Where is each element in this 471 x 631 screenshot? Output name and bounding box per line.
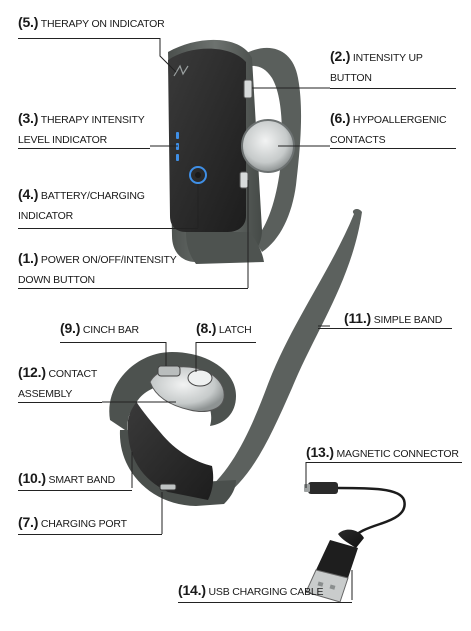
- latch-shape: [187, 369, 213, 387]
- label-text-line2: BUTTON: [330, 72, 372, 84]
- band-lower-strap: [186, 232, 264, 264]
- underline-therapy-on: [18, 38, 160, 39]
- label-text: BATTERY/CHARGING: [40, 190, 145, 202]
- assembled-band: [168, 39, 302, 264]
- label-text: POWER ON/OFF/INTENSITY: [40, 254, 177, 266]
- label-number: (11.): [344, 310, 372, 326]
- underline-magnetic-connector: [306, 462, 462, 463]
- underline-simple-band: [318, 328, 452, 329]
- label-number: (5.): [18, 14, 39, 30]
- label-text-line2: ASSEMBLY: [18, 388, 73, 400]
- therapy-on-logo-icon: [173, 64, 189, 77]
- usb-tip-slot-2: [329, 584, 336, 590]
- label-number: (8.): [196, 320, 217, 336]
- label-text-line2: CONTACTS: [330, 134, 386, 146]
- cable-wire: [337, 486, 406, 541]
- underline-intensity-up: [330, 88, 456, 89]
- label-therapy-intensity-level-indicator: (3.) THERAPY INTENSITY LEVEL INDICATOR: [18, 108, 145, 150]
- label-simple-band: (11.) SIMPLE BAND: [344, 308, 442, 330]
- underline-power: [18, 288, 248, 289]
- magnetic-connector-tip: [304, 484, 310, 492]
- leader-therapy-on: [159, 38, 177, 73]
- label-latch: (8.) LATCH: [196, 318, 252, 340]
- label-number: (13.): [306, 444, 334, 460]
- label-text: CONTACT: [48, 368, 98, 380]
- label-text: MAGNETIC CONNECTOR: [336, 448, 459, 460]
- label-cinch-bar: (9.) CINCH BAR: [60, 318, 139, 340]
- label-charging-port: (7.) CHARGING PORT: [18, 512, 127, 534]
- band-loop-back: [235, 47, 302, 252]
- label-text: INTENSITY UP: [352, 52, 423, 64]
- underline-cinch-bar: [60, 342, 166, 343]
- usb-plug-housing: [316, 540, 358, 578]
- underline-hypoallergenic: [330, 148, 456, 149]
- label-text: CINCH BAR: [82, 324, 139, 336]
- intensity-led-3: [176, 154, 179, 161]
- label-usb-charging-cable: (14.) USB CHARGING CABLE: [178, 580, 324, 602]
- intensity-led-1: [176, 132, 179, 139]
- label-intensity-up-button: (2.) INTENSITY UP BUTTON: [330, 46, 423, 88]
- battery-indicator-center: [195, 172, 201, 178]
- label-text: THERAPY INTENSITY: [40, 114, 145, 126]
- smart-band-module: [127, 398, 214, 500]
- label-text: THERAPY ON INDICATOR: [40, 18, 165, 30]
- magnetic-connector-shape: [308, 482, 338, 494]
- cinch-bar-shape: [157, 365, 181, 377]
- intensity-up-button-shape: [243, 79, 253, 99]
- simple-band-strap: [200, 208, 362, 500]
- label-text: SIMPLE BAND: [373, 314, 443, 326]
- label-power-button: (1.) POWER ON/OFF/INTENSITY DOWN BUTTON: [18, 248, 177, 290]
- label-number: (1.): [18, 250, 39, 266]
- label-text: HYPOALLERGENIC: [352, 114, 447, 126]
- label-text: LATCH: [218, 324, 252, 336]
- label-number: (14.): [178, 582, 206, 598]
- label-number: (4.): [18, 186, 39, 202]
- underline-latch: [196, 342, 256, 343]
- label-number: (7.): [18, 514, 39, 530]
- label-hypoallergenic-contacts: (6.) HYPOALLERGENIC CONTACTS: [330, 108, 447, 150]
- usb-tip-slot-1: [317, 581, 324, 587]
- label-battery-charging-indicator: (4.) BATTERY/CHARGING INDICATOR: [18, 184, 145, 226]
- label-text: USB CHARGING CABLE: [208, 586, 324, 598]
- label-text: SMART BAND: [48, 474, 116, 486]
- underline-usb-cable: [178, 602, 352, 603]
- power-button-shape: [239, 171, 249, 189]
- underline-smart-band: [18, 490, 132, 491]
- leader-lines: [102, 38, 353, 600]
- underline-contact-assembly: [18, 402, 102, 403]
- label-contact-assembly: (12.) CONTACT ASSEMBLY: [18, 362, 97, 404]
- label-text-line2: DOWN BUTTON: [18, 274, 95, 286]
- smart-module: [168, 48, 246, 232]
- label-smart-band: (10.) SMART BAND: [18, 468, 115, 490]
- label-number: (2.): [330, 48, 351, 64]
- underline-intensity-level: [18, 148, 150, 149]
- usb-plug-body: [338, 529, 364, 548]
- usb-cable: [304, 482, 406, 603]
- label-number: (10.): [18, 470, 46, 486]
- label-number: (12.): [18, 364, 46, 380]
- unassembled-band: [109, 208, 362, 506]
- underline-battery: [18, 228, 198, 229]
- label-text-line2: LEVEL INDICATOR: [18, 134, 107, 146]
- label-therapy-on-indicator: (5.) THERAPY ON INDICATOR: [18, 12, 165, 34]
- label-magnetic-connector: (13.) MAGNETIC CONNECTOR: [306, 442, 459, 464]
- label-text-line2: INDICATOR: [18, 210, 73, 222]
- underline-charging-port: [18, 534, 162, 535]
- label-number: (9.): [60, 320, 81, 336]
- charging-port-shape: [159, 483, 177, 491]
- battery-indicator-icon: [189, 166, 207, 184]
- label-number: (3.): [18, 110, 39, 126]
- label-text: CHARGING PORT: [40, 518, 127, 530]
- label-number: (6.): [330, 110, 351, 126]
